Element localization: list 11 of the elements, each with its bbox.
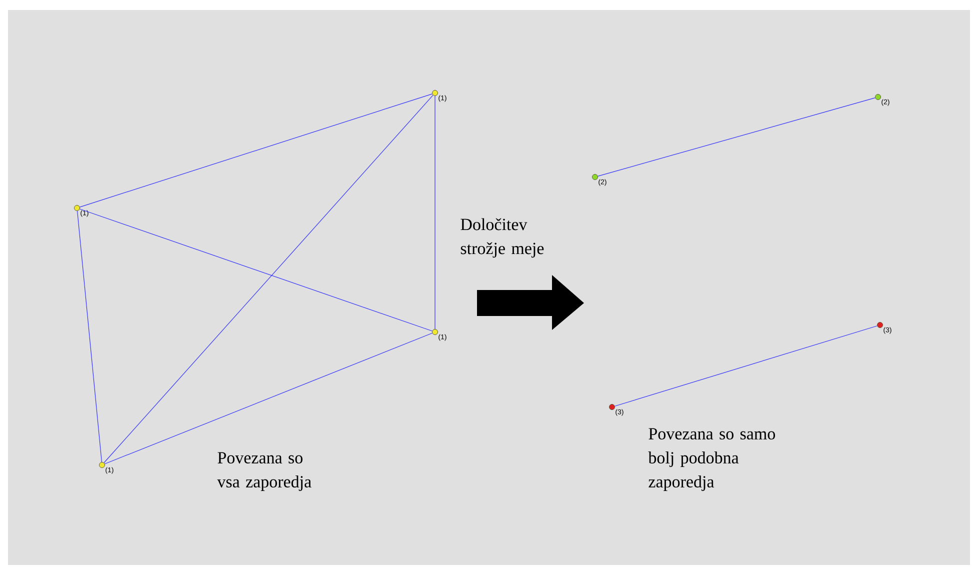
graph-edge <box>434 96 436 330</box>
graph-edge <box>104 332 433 464</box>
graph-edge <box>80 94 432 208</box>
caption-text: Povezana so vsa zaporedja <box>217 452 312 491</box>
graph-edge <box>104 94 434 464</box>
graph-edge <box>80 208 432 332</box>
caption-text: Določitev strožje meje <box>460 218 544 258</box>
graph-edge <box>598 98 876 176</box>
graph-edge <box>614 326 878 406</box>
caption-text: Povezana so samo bolj podobna zaporedja <box>648 428 776 491</box>
graph-edge <box>77 210 102 462</box>
